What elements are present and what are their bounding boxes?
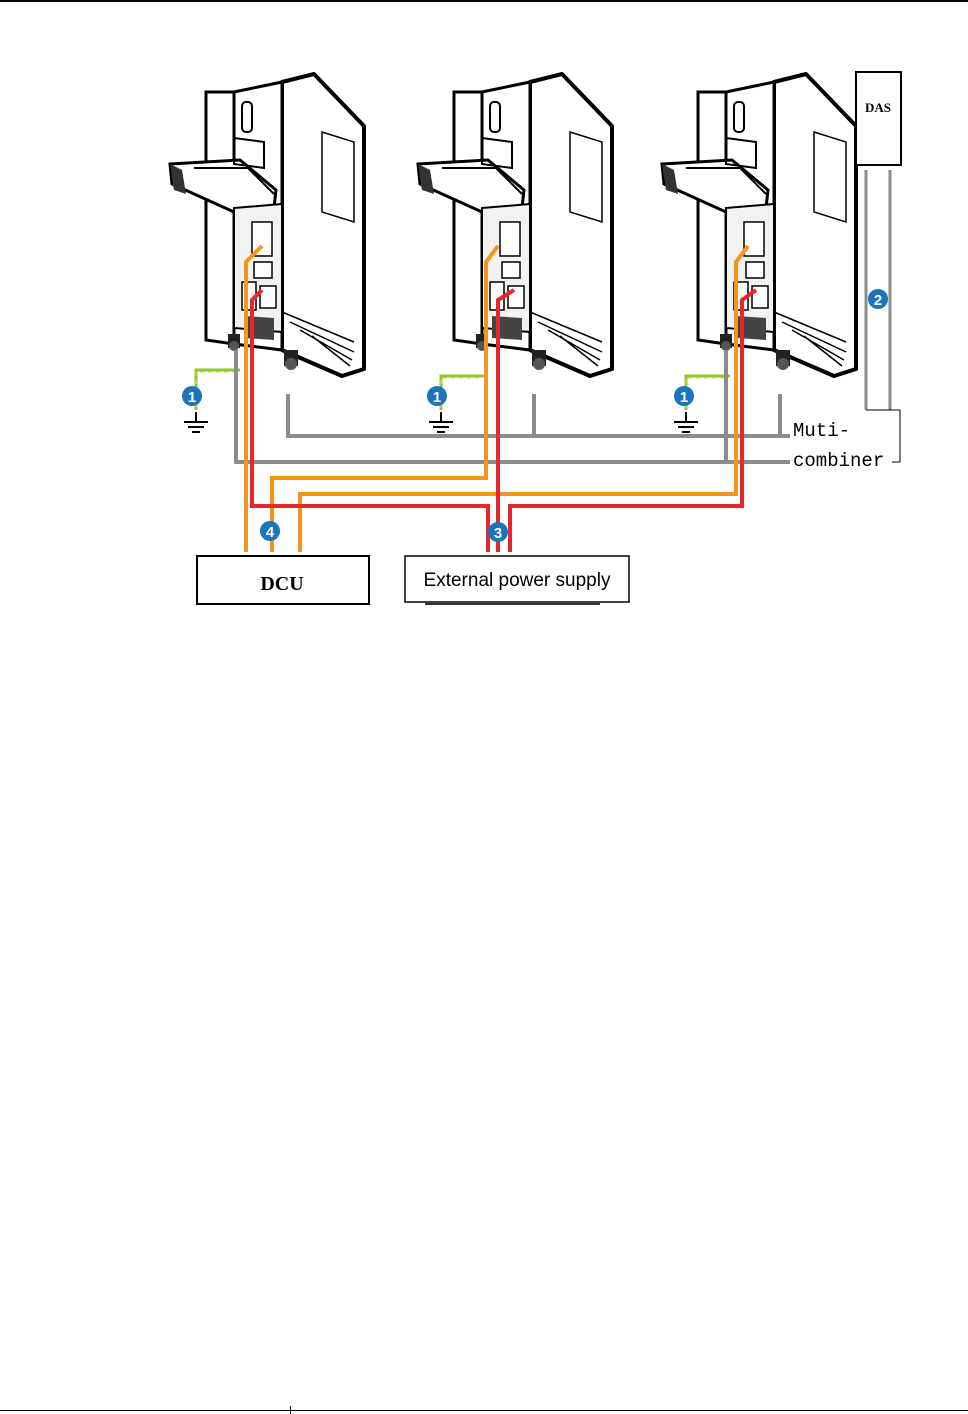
power-supply-label: External power supply	[424, 570, 611, 591]
callout-das-cable: 2	[868, 289, 888, 309]
callout-ground-1c: 1	[674, 386, 694, 406]
rru-cabinet-1	[170, 74, 364, 376]
ground-symbol-2	[429, 412, 453, 432]
power-supply-box: External power supply	[405, 556, 629, 604]
svg-text:2: 2	[874, 292, 882, 309]
svg-text:3: 3	[494, 525, 502, 542]
combiner-label-line1: Muti-	[793, 420, 850, 442]
dcu-label: DCU	[260, 573, 303, 595]
ground-cables	[196, 370, 730, 410]
callout-ground-1b: 1	[427, 386, 447, 406]
callout-ground-1a: 1	[182, 386, 202, 406]
ground-symbol-1	[184, 412, 208, 432]
page-footer-tick	[290, 1406, 291, 1414]
rru-cabinet-2	[418, 74, 612, 376]
svg-text:4: 4	[266, 524, 275, 541]
svg-text:1: 1	[433, 389, 441, 406]
callout-power-cable: 3	[488, 522, 508, 542]
rru-cabinet-3	[662, 74, 856, 376]
ground-symbol-3	[674, 412, 698, 432]
combiner-label-line2: combiner	[793, 450, 884, 472]
das-box: DAS	[856, 72, 901, 165]
page-footer-rule	[0, 1410, 968, 1411]
svg-text:1: 1	[680, 389, 688, 406]
dcu-box: DCU	[197, 556, 369, 604]
callout-dcu-cable: 4	[260, 521, 280, 541]
svg-text:1: 1	[188, 389, 196, 406]
das-label: DAS	[865, 100, 891, 115]
